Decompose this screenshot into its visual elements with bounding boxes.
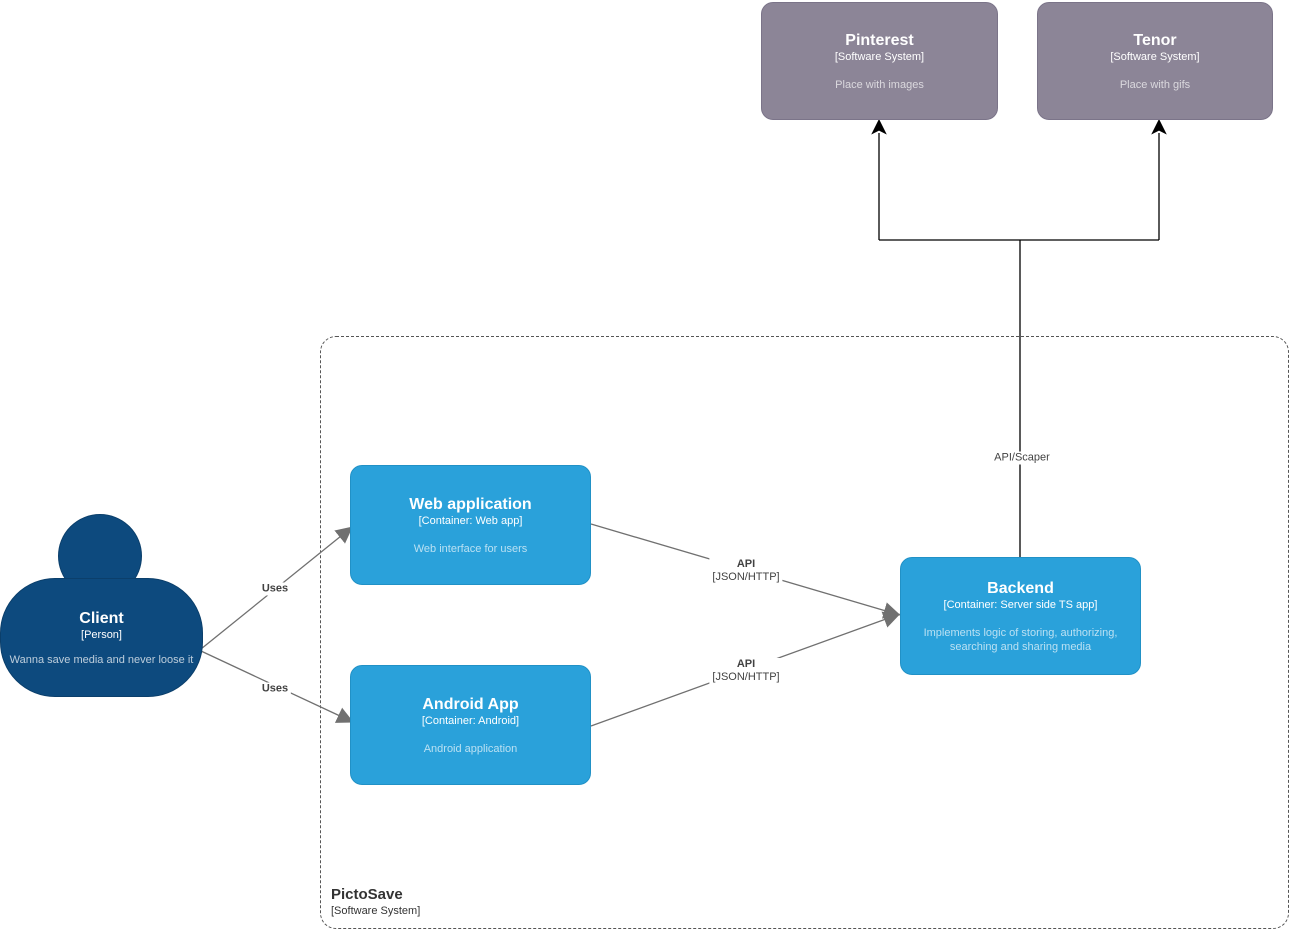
- edge-label-text: API: [736, 558, 756, 570]
- node-type: [Container: Server side TS app]: [943, 598, 1098, 611]
- edge-label-text: API/Scaper: [994, 451, 1050, 464]
- edge-label-api-android: API [JSON/HTTP]: [709, 658, 783, 684]
- edge-label-uses-android: Uses: [258, 682, 292, 696]
- node-title: Backend: [987, 579, 1054, 597]
- node-description: Android application: [423, 742, 518, 755]
- node-web-application: Web application [Container: Web app] Web…: [350, 465, 591, 585]
- node-type: [Container: Android]: [421, 714, 520, 727]
- boundary-label: PictoSave [Software System]: [331, 886, 420, 918]
- node-title: Pinterest: [845, 31, 914, 49]
- node-description: Implements logic of storing, authorizing…: [923, 626, 1118, 653]
- node-type: [Container: Web app]: [418, 514, 523, 527]
- node-type: [Person]: [81, 628, 122, 641]
- node-description: Place with gifs: [1119, 78, 1191, 91]
- edge-label-tech: [JSON/HTTP]: [712, 671, 780, 683]
- node-title: Android App: [422, 695, 519, 713]
- node-description: Place with images: [835, 78, 924, 91]
- node-description: Web interface for users: [413, 542, 528, 555]
- edge-label-uses-web: Uses: [258, 582, 292, 596]
- edge-label-text: Uses: [261, 682, 289, 695]
- node-description: Wanna save media and never loose it: [9, 653, 194, 666]
- node-client: Client [Person] Wanna save media and nev…: [0, 578, 203, 697]
- edge-label-api-web: API [JSON/HTTP]: [709, 558, 783, 584]
- boundary-type: [Software System]: [331, 905, 421, 917]
- node-title: Client: [79, 609, 124, 627]
- node-type: [Software System]: [1110, 50, 1200, 63]
- node-tenor: Tenor [Software System] Place with gifs: [1037, 2, 1273, 120]
- node-backend: Backend [Container: Server side TS app] …: [900, 557, 1141, 675]
- edge-label-tech: [JSON/HTTP]: [712, 571, 780, 583]
- node-title: Tenor: [1133, 31, 1177, 49]
- edge-label-api-scaper: API/Scaper: [991, 451, 1053, 465]
- node-title: Web application: [409, 495, 532, 513]
- node-android-app: Android App [Container: Android] Android…: [350, 665, 591, 785]
- edge-label-text: Uses: [261, 582, 289, 595]
- edge-label-text: API: [736, 658, 756, 670]
- node-type: [Software System]: [834, 50, 925, 63]
- boundary-name: PictoSave: [331, 886, 403, 903]
- boundary-pictosave: [320, 336, 1289, 929]
- node-pinterest: Pinterest [Software System] Place with i…: [761, 2, 998, 120]
